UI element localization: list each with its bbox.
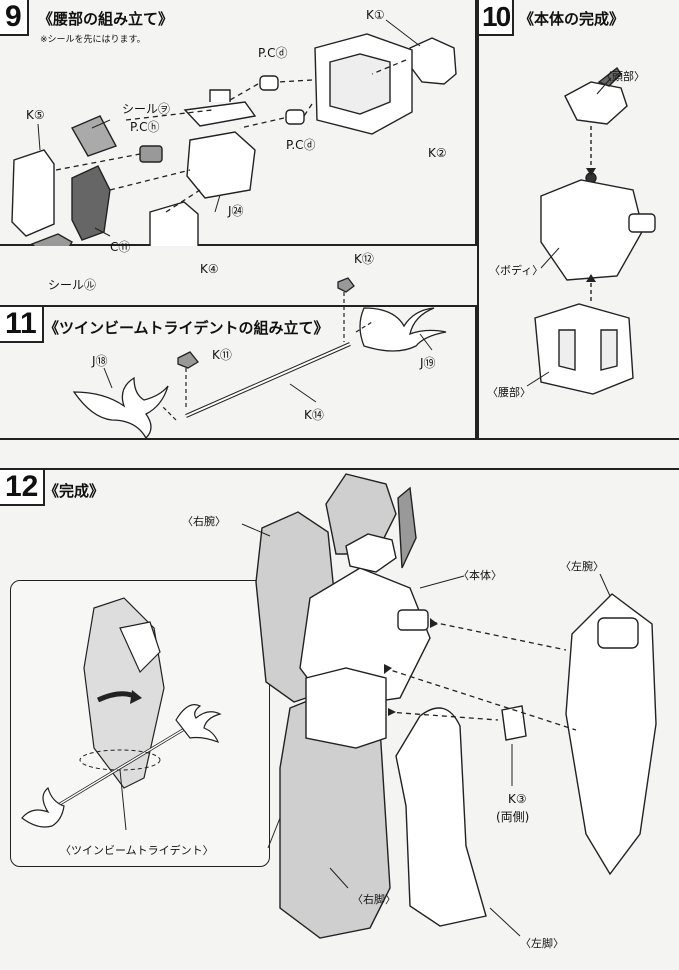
part-k5 xyxy=(11,149,55,237)
label-head: 〈頭部〉 xyxy=(601,70,645,83)
inset-trident-head-left xyxy=(21,786,65,828)
trident-assembly-diagram xyxy=(72,277,447,440)
seal-ta xyxy=(30,233,73,246)
label-seal-ta: シール㋸ xyxy=(48,278,97,292)
part-body xyxy=(540,179,644,281)
label-k2: K② xyxy=(428,146,447,160)
label-both-sides: (両側) xyxy=(496,810,530,824)
body-completion-diagram xyxy=(526,66,656,395)
robot-head xyxy=(345,533,397,573)
label-k5: K⑤ xyxy=(26,108,45,122)
step10-number: 10 xyxy=(479,0,515,36)
label-right-leg: 〈右脚〉 xyxy=(352,893,396,906)
part-k11 xyxy=(177,351,199,369)
label-k3: K③ xyxy=(508,792,527,806)
label-pc-d1: P.Cⓓ xyxy=(258,46,288,60)
label-j18: J⑱ xyxy=(92,354,108,368)
label-j24: J㉔ xyxy=(228,204,244,218)
part-pc-h xyxy=(139,145,163,163)
label-main-body: 〈本体〉 xyxy=(458,569,502,582)
part-frame xyxy=(183,101,257,127)
part-j18 xyxy=(72,376,169,440)
step9-number: 9 xyxy=(0,0,29,36)
label-c11: C⑪ xyxy=(110,240,131,254)
robot-backpack xyxy=(325,473,397,555)
part-waist xyxy=(534,303,634,395)
label-pc-d2: P.Cⓓ xyxy=(286,138,316,152)
part-k4 xyxy=(149,201,199,246)
label-k11: K⑪ xyxy=(212,348,232,362)
part-pc-d2 xyxy=(285,109,305,125)
part-head xyxy=(564,81,628,125)
part-pc-d1 xyxy=(259,75,279,91)
part-c11 xyxy=(71,165,111,241)
part-k3 xyxy=(501,705,527,741)
step12-number: 12 xyxy=(0,470,46,506)
label-seal-so: シール㋾ xyxy=(122,102,171,116)
step12-panel: 12 《完成》 xyxy=(0,468,679,970)
seal-so xyxy=(71,115,117,157)
label-k4: K④ xyxy=(200,262,219,276)
part-k12 xyxy=(337,277,355,293)
inset-trident-head-right xyxy=(175,704,222,744)
label-j19: J⑲ xyxy=(420,356,436,370)
step9-title: 《腰部の組み立て》 xyxy=(38,10,174,28)
step11-number: 11 xyxy=(0,307,44,343)
label-k12: K⑫ xyxy=(354,252,374,266)
step10-title: 《本体の完成》 xyxy=(519,10,625,28)
step10-panel: 10 《本体の完成》 〈頭部〉 〈ボディ〉 〈腰部〉 xyxy=(477,0,679,440)
label-trident: 〈ツインビームトライデント〉 xyxy=(60,844,214,857)
label-left-leg: 〈左脚〉 xyxy=(520,937,564,950)
part-k1 xyxy=(409,37,457,85)
label-waist: 〈腰部〉 xyxy=(487,386,531,399)
label-right-arm: 〈右腕〉 xyxy=(182,515,226,528)
robot-waist xyxy=(305,667,387,749)
robot-left-leg xyxy=(395,707,487,927)
part-j24 xyxy=(186,131,256,199)
waist-assembly-diagram xyxy=(11,19,457,246)
completion-diagram xyxy=(21,473,657,939)
robot-left-arm xyxy=(565,593,657,876)
label-left-arm: 〈左腕〉 xyxy=(560,560,604,573)
label-body: 〈ボディ〉 xyxy=(489,264,544,277)
step9-panel: 9 《腰部の組み立て》 ※シールを先にはります。 xyxy=(0,0,477,254)
step11-panel: 11 《ツインビームトライデントの組み立て》 xyxy=(0,305,477,440)
part-j19 xyxy=(359,307,447,352)
label-k14: K⑭ xyxy=(304,408,324,422)
step12-title: 《完成》 xyxy=(44,482,105,500)
label-k1: K① xyxy=(366,8,385,22)
label-pc-h: P.Cⓗ xyxy=(130,120,160,134)
step9-note: ※シールを先にはります。 xyxy=(40,35,146,45)
step11-title: 《ツインビームトライデントの組み立て》 xyxy=(44,319,329,337)
